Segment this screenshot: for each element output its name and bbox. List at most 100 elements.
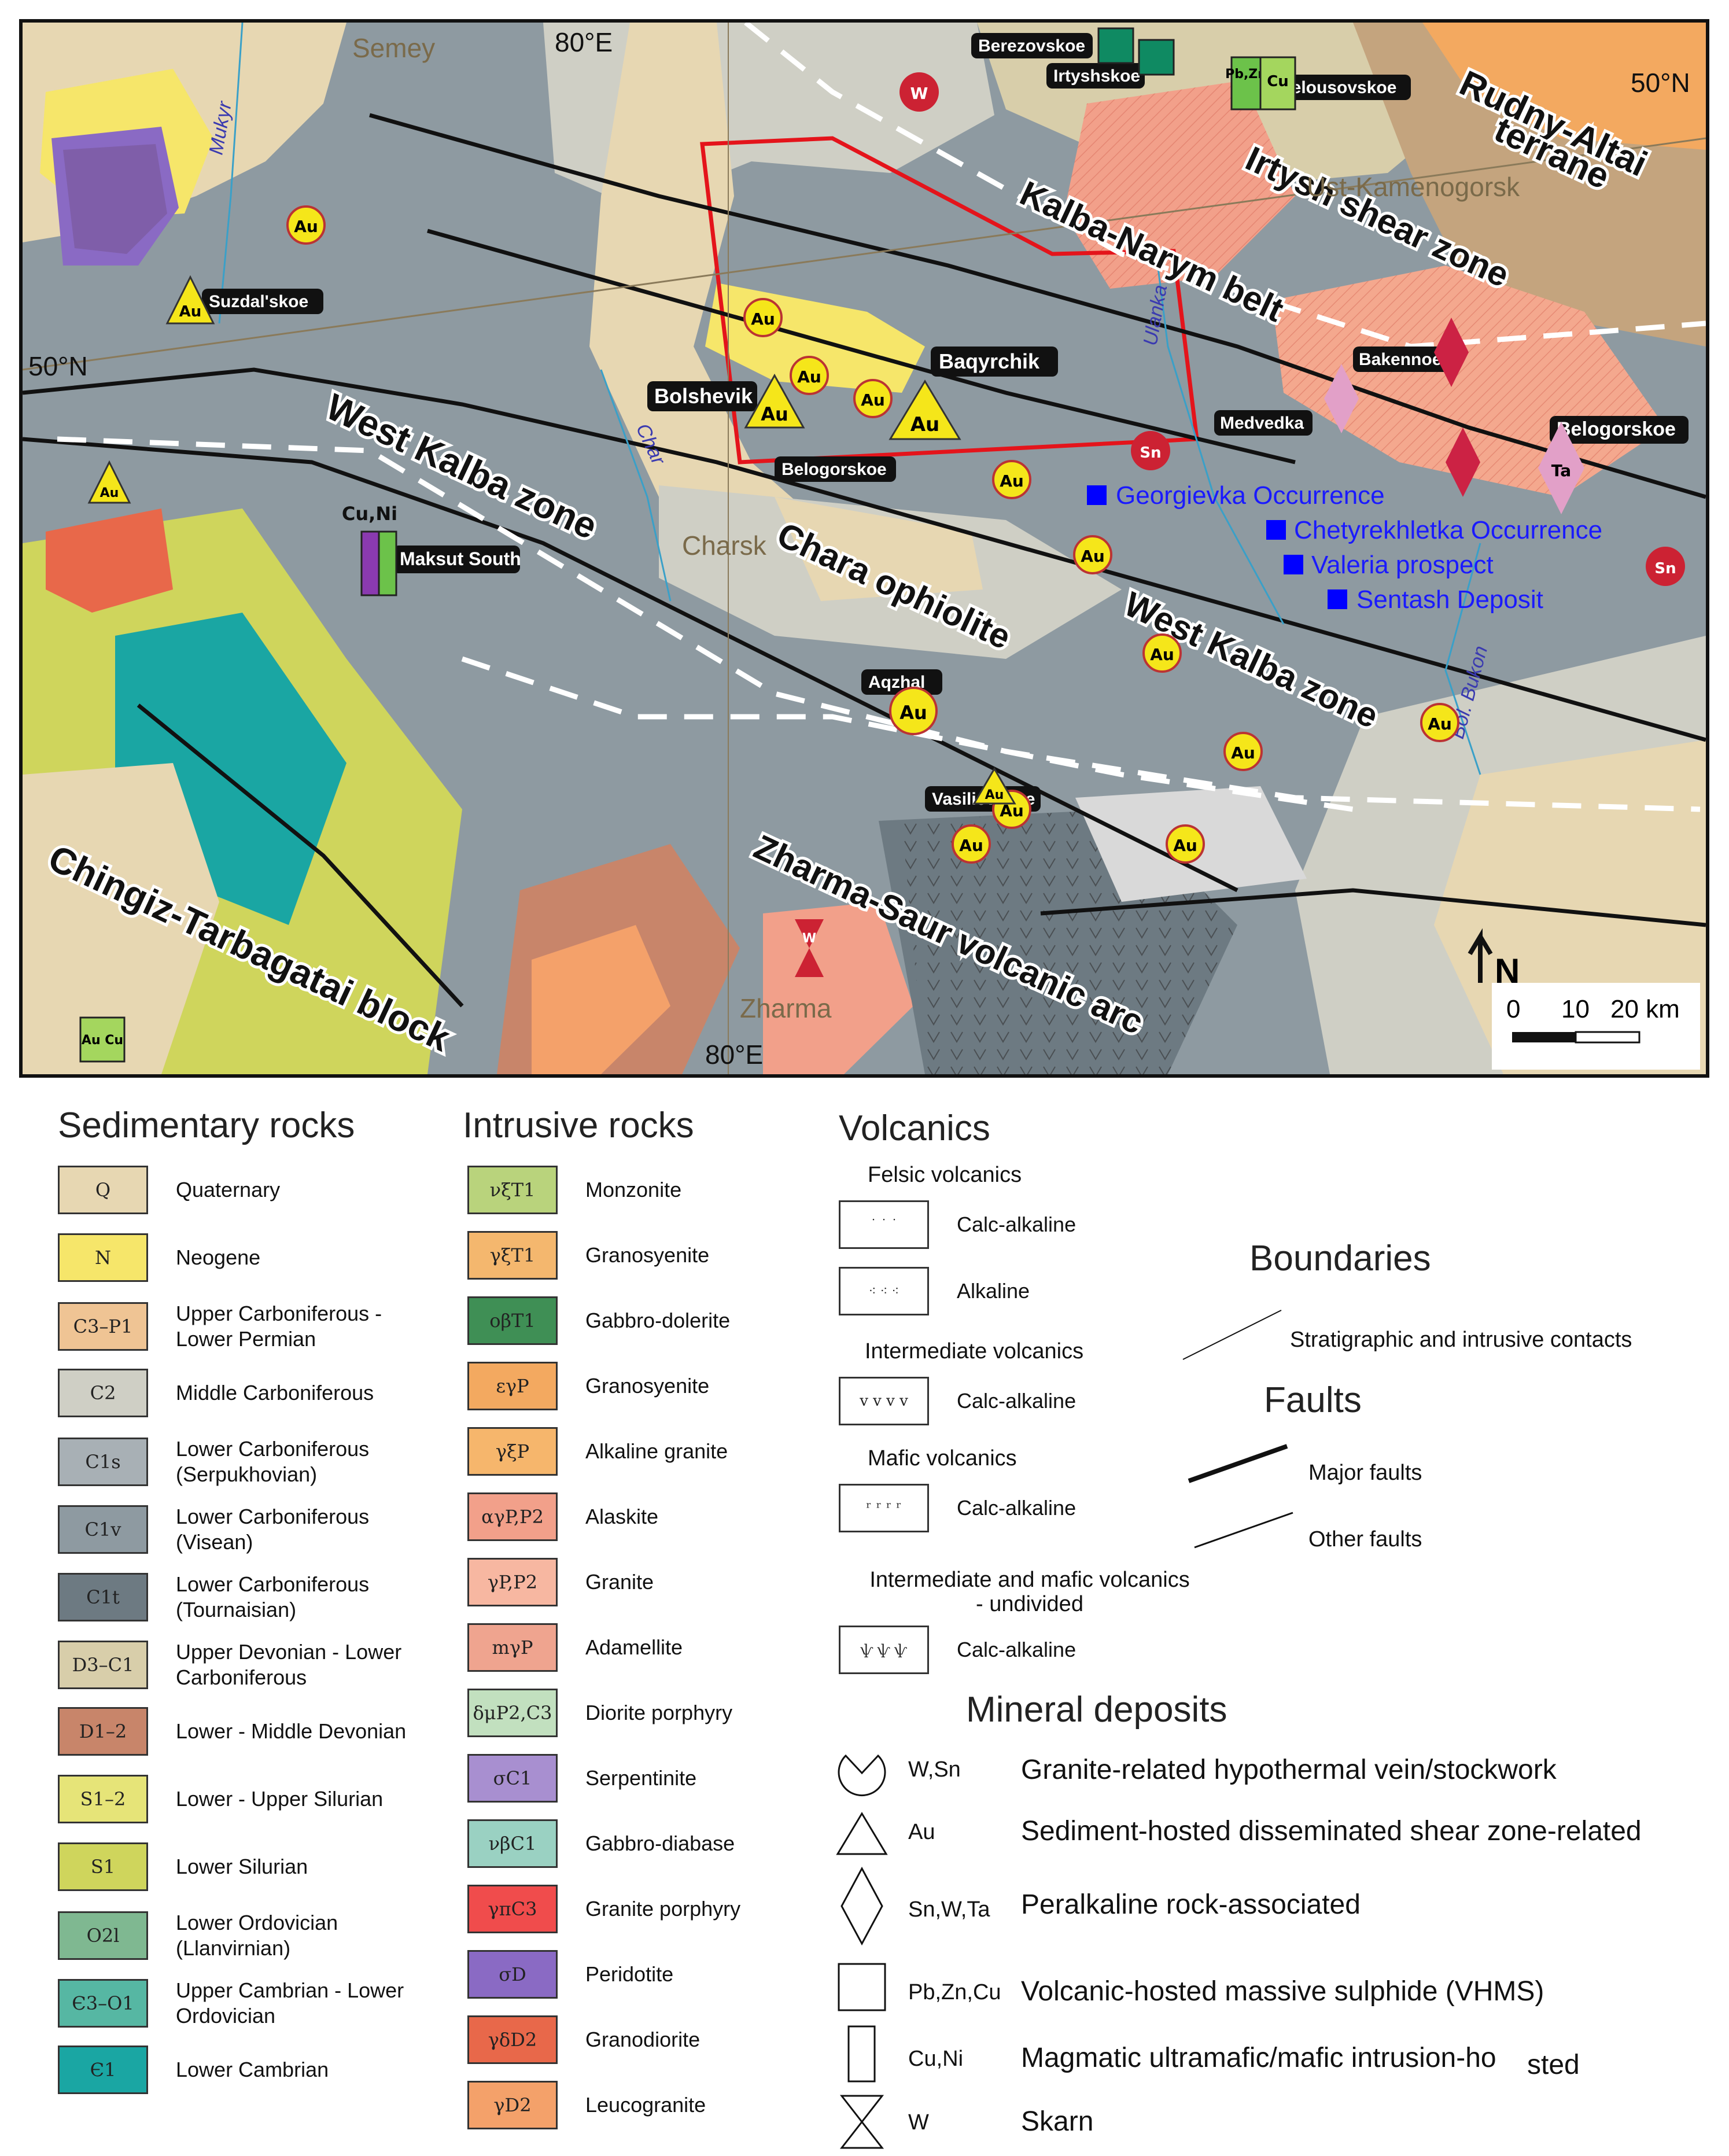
au-triangle-deposits: Au Au Au Au Au — [87, 275, 1016, 805]
tag-bakennoe: Bakennoe — [1359, 350, 1442, 369]
svg-text:Au: Au — [959, 836, 983, 855]
scale-twenty: 20 km — [1610, 995, 1680, 1023]
svg-text:Au: Au — [751, 309, 775, 329]
sedimentary-label: Lower Carboniferous (Visean) — [176, 1505, 370, 1554]
au-circle-icon: Au — [1142, 633, 1182, 673]
diamond-icon — [1434, 318, 1469, 387]
study-area-outline — [700, 136, 1199, 465]
square-icon — [1097, 27, 1134, 64]
skarn-label: Skarn — [1021, 2106, 1094, 2137]
intrusive-label: Gabbro-dolerite — [585, 1309, 731, 1332]
label-georgievka: Georgievka Occurrence — [1116, 481, 1385, 510]
faults-title: Faults — [1264, 1380, 1362, 1420]
sedimentary-swatch: Є3–O1 — [58, 1979, 148, 2028]
diamond-icon — [1324, 364, 1359, 433]
coord-left-50n: 50°N — [28, 351, 88, 381]
quaternary-center — [775, 497, 983, 601]
rivers — [218, 23, 1481, 775]
vhms-label: Volcanic-hosted massive sulphide (VHMS) — [1021, 1976, 1544, 2007]
diamond-icon — [840, 1866, 883, 1946]
alaskite-south — [763, 902, 913, 1074]
major-fault-icon — [1188, 1444, 1288, 1483]
granodiorite-sw — [46, 508, 173, 613]
intrusive-label: Gabbro-diabase — [585, 1831, 735, 1855]
felsic-calc-swatch: ˙ ˙ ˙ — [839, 1200, 929, 1249]
svg-text:Cu,Ni: Cu,Ni — [342, 503, 397, 525]
intrusive-swatch: αγP,P2 — [467, 1492, 558, 1541]
svg-text:Au: Au — [1428, 714, 1452, 734]
volcanics-title: Volcanics — [839, 1108, 990, 1148]
tag-bolshevik: Bolshevik — [654, 384, 753, 408]
quaternary-sw — [23, 763, 219, 1074]
tag-irtyshskoe: Irtyshskoe — [1053, 67, 1140, 86]
sedimentary-label: Lower Carboniferous (Serpukhovian) — [176, 1437, 370, 1486]
tag-maksut-south: Maksut South — [400, 548, 521, 569]
leucogranite-south — [532, 925, 670, 1074]
felsic-alk-label: Alkaline — [957, 1279, 1030, 1303]
coord-top-80e: 80°E — [555, 27, 613, 57]
alkaline-volcanic-nw — [63, 144, 167, 254]
label-sentash: Sentash Deposit — [1356, 585, 1543, 614]
sedimentary-swatch: N — [58, 1233, 148, 1282]
scale-zero: 0 — [1506, 995, 1520, 1023]
deposit-tags: Berezovskoe Irtyshskoe Belousovskoe Suzd… — [202, 33, 1689, 812]
intrusive-swatch: σD — [467, 1950, 558, 1999]
legend-undivided-calc: ѱ ѱ ѱ Calc-alkaline — [839, 1626, 1076, 1674]
au-triangle-icon: Au — [744, 373, 805, 429]
other-fault-icon — [1194, 1512, 1293, 1549]
svg-text:W: W — [802, 931, 816, 946]
svg-text:Au: Au — [1173, 836, 1197, 855]
intrusive-label: Granosyenite — [585, 1374, 710, 1398]
au-circle-icon: Au — [286, 205, 326, 245]
tag-belogorskoe-2: Belogorskoe — [1557, 418, 1676, 440]
undivided-subtitle: Intermediate and mafic volcanics - undiv… — [869, 1568, 1190, 1616]
sedimentary-title: Sedimentary rocks — [58, 1105, 355, 1145]
intrusive-swatch: mγP — [467, 1623, 558, 1672]
svg-text:W: W — [910, 84, 928, 103]
triangle-icon — [836, 1812, 888, 1855]
granite-ne — [1422, 23, 1706, 150]
latitude-50n-line — [23, 137, 1706, 371]
svg-text:Ta: Ta — [1551, 461, 1571, 480]
sedimentary-label: Lower - Upper Silurian — [176, 1787, 384, 1811]
intrusive-swatch: γδD2 — [467, 2015, 558, 2064]
svg-text:Au: Au — [761, 403, 788, 425]
w-sn-deposits: W Sn Sn W — [795, 72, 1685, 977]
town-zharma: Zharma — [740, 993, 832, 1023]
tag-suzdalskoe: Suzdal'skoe — [209, 292, 308, 311]
tag-baqyrchik: Baqyrchik — [939, 349, 1040, 373]
sedimentary-swatch: D3–C1 — [58, 1641, 148, 1689]
vhms-code: Pb,Zn,Cu — [908, 1980, 1001, 2004]
svg-text:Au: Au — [1000, 471, 1024, 491]
snwta-code: Sn,W,Ta — [908, 1897, 990, 1922]
square-icon: Au Cu — [79, 1016, 126, 1063]
mineral-title: Mineral deposits — [966, 1690, 1227, 1730]
town-ust-kamenogorsk: Ust-Kamenogorsk — [1307, 172, 1520, 202]
au-code: Au — [908, 1820, 935, 1844]
snwta-label: Peralkaline rock-associated — [1021, 1889, 1361, 1920]
intrusive-label: Leucogranite — [585, 2093, 706, 2117]
sedimentary-label: Lower Ordovician (Llanvirnian) — [176, 1911, 338, 1960]
intermediate-label: Calc-alkaline — [957, 1389, 1077, 1413]
square-icon: Cu — [1259, 56, 1296, 110]
diamond-icon: Ta — [1538, 422, 1584, 514]
legend-mafic-calc: ʳ ʳ ʳ ʳ Calc-alkaline — [839, 1484, 1076, 1532]
au-circle-icon: Au — [889, 687, 938, 735]
intrusive-swatch: γP,P2 — [467, 1558, 558, 1606]
svg-text:Au: Au — [179, 303, 202, 320]
alaskite-hatch — [1064, 80, 1295, 289]
au-triangle-icon: Au — [889, 379, 961, 440]
intrusive-swatch: νξT1 — [467, 1166, 558, 1214]
major-faults — [23, 113, 1706, 1008]
intermediate-subtitle: Intermediate volcanics — [865, 1339, 1084, 1363]
svg-text:Au: Au — [1081, 547, 1105, 566]
